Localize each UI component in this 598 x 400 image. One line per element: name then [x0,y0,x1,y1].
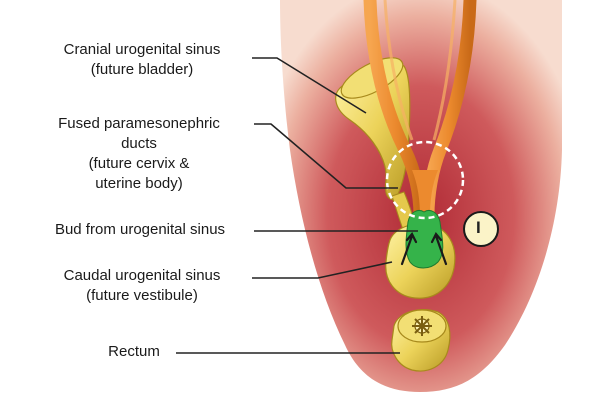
stage-marker-circle [463,211,499,247]
label-fused-paramesonephric-ducts: Fused paramesonephric ducts (future cerv… [58,115,220,192]
bud-arrow-right [430,232,448,266]
left-duct-inner [383,0,414,141]
fused-duct-segment [412,170,438,218]
label-rectum: Rectum [108,343,160,360]
highlight-circle [385,140,465,220]
leader-fused-ducts [254,123,398,189]
rectum-lumen-icon [412,316,432,336]
right-duct-inner [432,0,457,141]
urogenital-sinus-bud [405,209,444,269]
leader-caudal-sinus [252,261,393,279]
label-bud-from-urogenital-sinus: Bud from urogenital sinus [54,221,226,238]
left-paramesonephric-duct [363,0,427,222]
leader-cranial-sinus [252,57,367,114]
label-cranial-urogenital-sinus: Cranial urogenital sinus (future bladder… [63,41,221,78]
stage-marker-label: I [476,218,481,237]
bud-arrow-left [400,232,418,266]
label-caudal-urogenital-sinus: Caudal urogenital sinus (future vestibul… [63,267,221,304]
